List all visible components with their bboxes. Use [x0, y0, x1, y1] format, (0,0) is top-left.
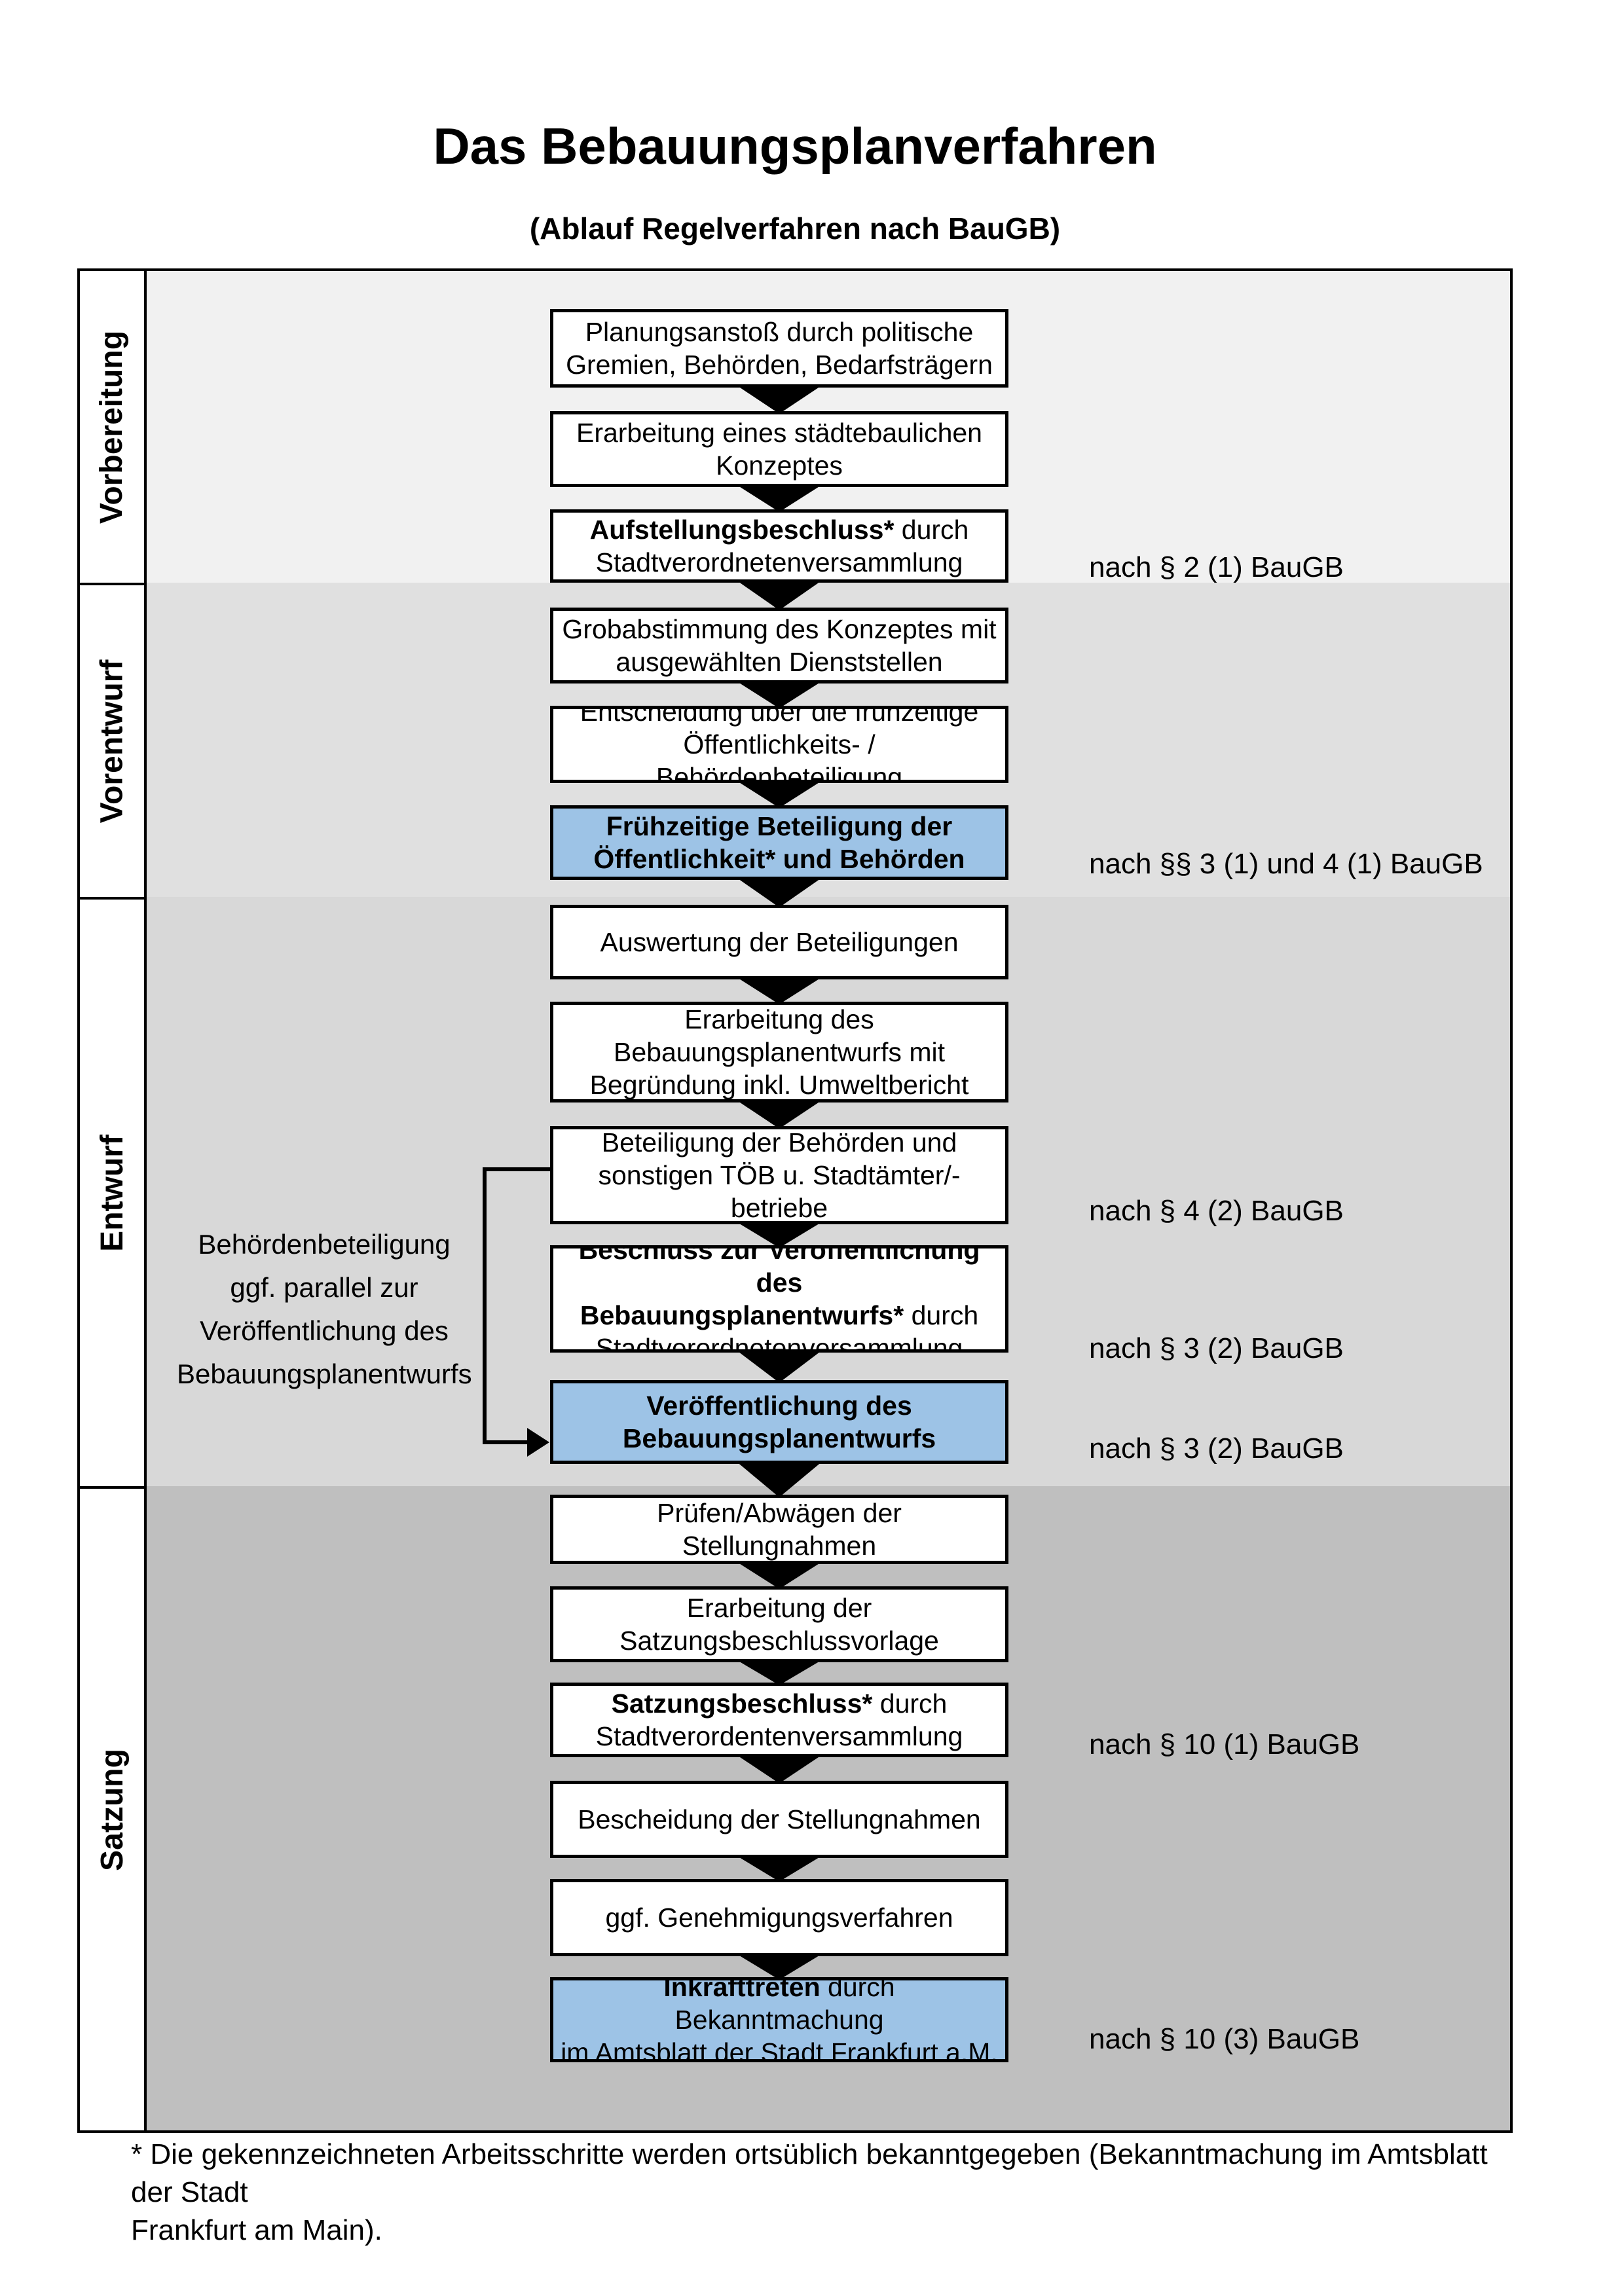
flow-box-satzungsbeschlussvorlage: Erarbeitung der Satzungsbeschlussvorlage	[550, 1586, 1008, 1662]
flow-arrow-down-icon	[736, 1350, 822, 1383]
flow-box-staedtebauliches-konzept: Erarbeitung eines städtebaulichen Konzep…	[550, 411, 1008, 487]
connector-arrowhead-icon	[527, 1428, 549, 1457]
flow-arrow-down-icon	[736, 1222, 822, 1248]
flow-arrow-down-icon	[736, 1461, 822, 1497]
connector-horizontal-bottom	[483, 1440, 528, 1444]
legal-ref-aufstellungsbeschluss: nach § 2 (1) BauGB	[1089, 551, 1344, 583]
flow-box-aufstellungsbeschluss: Aufstellungsbeschluss* durch Stadtverord…	[550, 509, 1008, 583]
flow-arrow-down-icon	[736, 484, 822, 512]
flow-arrow-down-icon	[736, 681, 822, 708]
phase-label-vorbereitung: Vorbereitung	[77, 268, 147, 585]
flow-box-inkrafttreten: Inkrafttreten durch Bekanntmachung im Am…	[550, 1977, 1008, 2062]
legal-ref-beschluss-veroeffentlichung: nach § 3 (2) BauGB	[1089, 1332, 1344, 1364]
legal-ref-behoerdenbeteiligung: nach § 4 (2) BauGB	[1089, 1195, 1344, 1227]
flow-box-entscheidung-fruehzeitige-beteiligung: Entscheidung über die frühzeitige Öffent…	[550, 706, 1008, 783]
flow-box-planungsanstoss: Planungsanstoß durch politische Gremien,…	[550, 309, 1008, 388]
page-subtitle: (Ablauf Regelverfahren nach BauGB)	[529, 211, 1061, 246]
connector-vertical	[483, 1167, 487, 1444]
flow-box-satzungsbeschluss: Satzungsbeschluss* durch Stadtverordente…	[550, 1683, 1008, 1757]
flow-arrow-down-icon	[736, 1855, 822, 1882]
flow-arrow-down-icon	[736, 1755, 822, 1783]
phase-label-satzung: Satzung	[77, 1486, 147, 2133]
legal-ref-satzungsbeschluss: nach § 10 (1) BauGB	[1089, 1728, 1360, 1760]
phase-label-vorentwurf: Vorentwurf	[77, 583, 147, 900]
flow-arrow-down-icon	[736, 385, 822, 414]
flow-box-beteiligung-behoerden-toeb: Beteiligung der Behörden und sonstigen T…	[550, 1126, 1008, 1224]
legal-ref-inkrafttreten: nach § 10 (3) BauGB	[1089, 2023, 1360, 2055]
flow-arrow-down-icon	[736, 1954, 822, 1980]
flow-arrow-down-icon	[736, 1561, 822, 1589]
flow-box-erarbeitung-bebauungsplanentwurf: Erarbeitung des Bebauungsplanentwurfs mi…	[550, 1002, 1008, 1102]
flow-box-fruehzeitige-beteiligung: Frühzeitige Beteiligung der Öffentlichke…	[550, 805, 1008, 880]
flow-arrow-down-icon	[736, 877, 822, 907]
page-title: Das Bebauungsplanverfahren	[433, 117, 1157, 175]
flow-arrow-down-icon	[736, 580, 822, 610]
flow-box-genehmigungsverfahren: ggf. Genehmigungsverfahren	[550, 1879, 1008, 1956]
phase-label-entwurf: Entwurf	[77, 897, 147, 1489]
legal-ref-veroeffentlichung: nach § 3 (2) BauGB	[1089, 1432, 1344, 1465]
flow-box-veroeffentlichung-entwurf: Veröffentlichung des Bebauungsplanentwur…	[550, 1380, 1008, 1464]
side-note: Behördenbeteiligung ggf. parallel zur Ve…	[177, 1229, 472, 1389]
flow-box-auswertung-beteiligungen: Auswertung der Beteiligungen	[550, 905, 1008, 979]
flow-box-grobabstimmung: Grobabstimmung des Konzeptes mit ausgewä…	[550, 608, 1008, 683]
footnote: * Die gekennzeichneten Arbeitsschritte w…	[131, 2138, 1488, 2246]
flow-arrow-down-icon	[736, 1100, 822, 1129]
flow-box-bescheidung-stellungnahmen: Bescheidung der Stellungnahmen	[550, 1781, 1008, 1858]
flow-arrow-down-icon	[736, 977, 822, 1004]
legal-ref-fruehzeitige-beteiligung: nach §§ 3 (1) und 4 (1) BauGB	[1089, 848, 1483, 880]
flow-box-beschluss-veroeffentlichung: Beschluss zur Veröffentlichung des Bebau…	[550, 1245, 1008, 1353]
connector-horizontal-top	[483, 1167, 550, 1171]
flow-arrow-down-icon	[736, 780, 822, 808]
flow-box-pruefen-abwaegen: Prüfen/Abwägen der Stellungnahmen	[550, 1495, 1008, 1564]
flow-arrow-down-icon	[736, 1660, 822, 1685]
